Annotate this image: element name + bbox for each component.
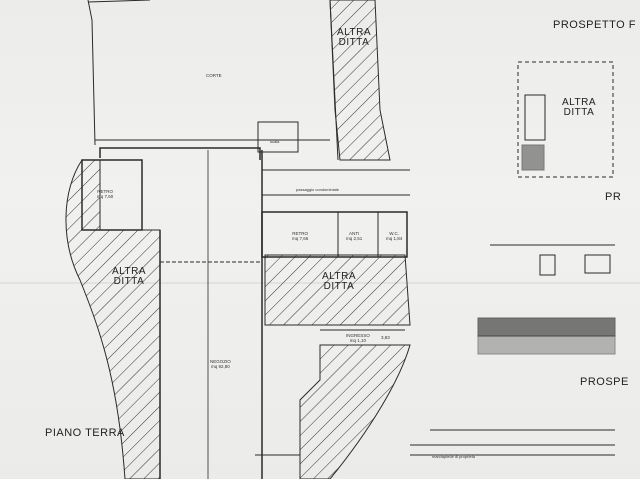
anti-room-label: ANTI mq 2,51 [346, 231, 363, 241]
stair-box [257, 121, 299, 153]
altra-ditta-bottom-area [299, 344, 411, 479]
elevation-window-small [539, 254, 556, 276]
passaggio-label: passaggio condominiale [296, 187, 339, 192]
pr-side-label: PR [605, 191, 622, 203]
courtyard-left-wall [87, 0, 96, 146]
retro-room-2-label: RETRO mq 7,66 [292, 231, 309, 241]
ingresso-room-label: INGRESSO mq 1,10 [346, 333, 370, 343]
elevation-window [524, 94, 546, 141]
wc-room-label: W.C. mq 1,84 [386, 231, 403, 241]
negozio-room-label: NEGOZIO mq 92,80 [210, 359, 231, 369]
elevation-window-wide [584, 254, 611, 274]
prospetto-mid-label: PROSPE [580, 376, 629, 388]
dimension-label: 3,83 [381, 335, 390, 340]
marciapiede-label: marciapiede di proprieta [432, 454, 475, 459]
retro-room-walls [81, 159, 143, 231]
altra-ditta-center-label: ALTRA DITTA [322, 271, 356, 292]
prospetto-top-label: PROSPETTO F [553, 19, 636, 31]
altra-ditta-left-label: ALTRA DITTA [112, 266, 146, 287]
scala-label: scala [270, 139, 280, 144]
retro-room-label: RETRO mq 7,60 [97, 189, 114, 199]
altra-ditta-center-area [264, 254, 411, 326]
elevation-base-band [477, 317, 616, 337]
altra-ditta-top-label: ALTRA DITTA [337, 27, 371, 48]
piano-terra-label: PIANO TERRA [45, 427, 125, 439]
altra-ditta-top-area [329, 0, 391, 161]
corte-label: CORTE [206, 73, 222, 78]
altra-ditta-right-label: ALTRA DITTA [562, 97, 596, 118]
